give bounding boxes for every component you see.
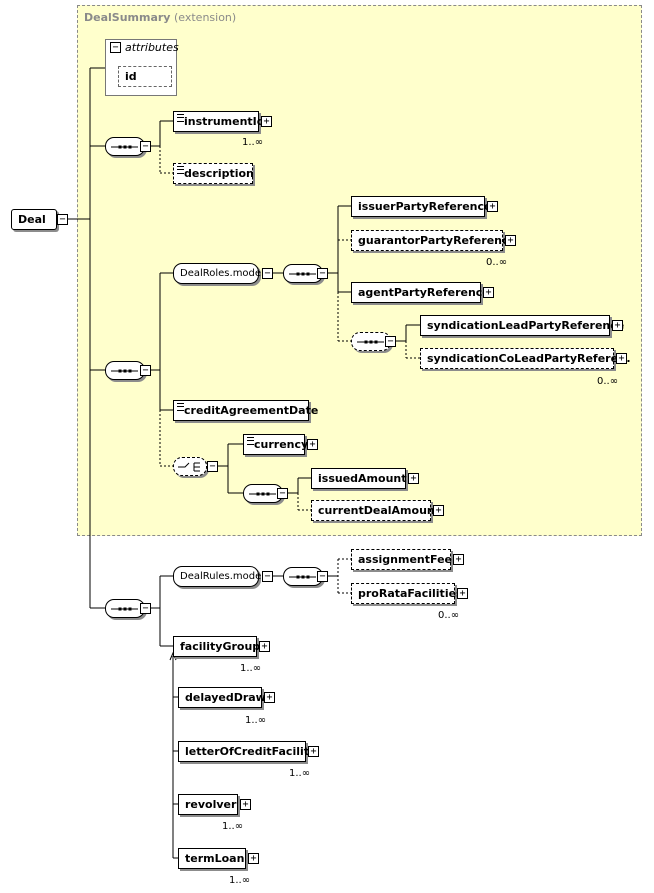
- element-credit-agreement-date[interactable]: creditAgreementDate: [173, 400, 318, 421]
- sequence-icon: [105, 137, 145, 156]
- element-agent-party-reference[interactable]: agentPartyReference: [351, 282, 490, 303]
- cardinality-label: 1..∞: [242, 137, 264, 148]
- cardinality-label: 1..∞: [222, 821, 244, 832]
- element-description[interactable]: description: [173, 163, 254, 184]
- cardinality-label: 1..∞: [240, 663, 262, 674]
- root-label: Deal: [18, 213, 46, 226]
- minus-box-icon[interactable]: −: [140, 603, 151, 614]
- element-syndication-co-lead-party-reference[interactable]: syndicationCoLeadPartyRefere...: [420, 348, 631, 369]
- element-label: revolver: [185, 798, 237, 811]
- plus-box-icon[interactable]: +: [453, 554, 464, 565]
- plus-box-icon[interactable]: +: [261, 116, 272, 127]
- element-term-loan[interactable]: termLoan: [178, 848, 246, 869]
- plus-box-icon[interactable]: +: [505, 235, 516, 246]
- element-issuer-party-reference[interactable]: issuerPartyReference: [351, 196, 492, 217]
- sequence-icon: [283, 567, 323, 586]
- element-letter-of-credit-facility[interactable]: letterOfCreditFacility: [178, 741, 316, 762]
- minus-box-icon[interactable]: −: [262, 571, 273, 582]
- attributes-label: attributes: [125, 41, 179, 54]
- cardinality-label: 1..∞: [289, 768, 311, 779]
- plus-box-icon[interactable]: +: [616, 353, 627, 364]
- choice-icon: [173, 457, 207, 476]
- documentation-icon: [247, 437, 254, 445]
- element-label: issuerPartyReference: [358, 200, 492, 213]
- element-pro-rata-facilities[interactable]: proRataFacilities: [351, 583, 463, 604]
- element-label: currency: [254, 438, 309, 451]
- group-deal-rules-model[interactable]: DealRules.model: [173, 566, 264, 587]
- documentation-icon: [177, 403, 184, 411]
- element-label: assignmentFee: [358, 553, 452, 566]
- plus-box-icon[interactable]: +: [248, 853, 259, 864]
- plus-box-icon[interactable]: +: [457, 588, 468, 599]
- plus-box-icon[interactable]: +: [487, 201, 498, 212]
- cardinality-label: 0..∞: [486, 257, 508, 268]
- element-label: delayedDraw: [185, 691, 266, 704]
- plus-box-icon[interactable]: +: [259, 641, 270, 652]
- element-label: facilityGroup: [180, 640, 261, 653]
- extension-name: DealSummary: [84, 11, 171, 24]
- element-currency[interactable]: currency: [243, 434, 309, 455]
- sequence-icon: [105, 599, 145, 618]
- minus-box-icon[interactable]: −: [262, 268, 273, 279]
- element-label: syndicationCoLeadPartyRefere...: [427, 352, 631, 365]
- documentation-icon: [177, 114, 184, 122]
- plus-box-icon[interactable]: +: [264, 692, 275, 703]
- element-label: syndicationLeadPartyReference: [427, 319, 625, 332]
- plus-box-icon[interactable]: +: [483, 287, 494, 298]
- plus-box-icon[interactable]: +: [308, 746, 319, 757]
- element-assignment-fee[interactable]: assignmentFee: [351, 549, 452, 570]
- plus-box-icon[interactable]: +: [408, 473, 419, 484]
- element-label: proRataFacilities: [358, 587, 463, 600]
- extension-suffix: (extension): [173, 11, 237, 24]
- element-revolver[interactable]: revolver: [178, 794, 238, 815]
- plus-box-icon[interactable]: +: [612, 320, 623, 331]
- element-instrument-id[interactable]: instrumentId: [173, 111, 265, 132]
- group-deal-roles-model[interactable]: DealRoles.model: [173, 263, 264, 284]
- element-guarantor-party-reference[interactable]: guarantorPartyReference: [351, 230, 516, 251]
- attribute-id[interactable]: id: [118, 66, 172, 87]
- element-issued-amount[interactable]: issuedAmount: [311, 468, 406, 489]
- minus-box-icon[interactable]: −: [317, 571, 328, 582]
- cardinality-label: 1..∞: [245, 715, 267, 726]
- attribute-id-label: id: [125, 70, 137, 83]
- cardinality-label: 1..∞: [229, 875, 251, 886]
- minus-box-icon[interactable]: −: [57, 214, 68, 225]
- minus-box-icon[interactable]: −: [110, 42, 121, 53]
- element-label: guarantorPartyReference: [358, 234, 516, 247]
- element-label: agentPartyReference: [358, 286, 490, 299]
- element-delayed-draw[interactable]: delayedDraw: [178, 687, 266, 708]
- root-element-deal[interactable]: Deal: [11, 209, 57, 230]
- minus-box-icon[interactable]: −: [385, 336, 396, 347]
- element-current-deal-amount[interactable]: currentDealAmount: [311, 500, 440, 521]
- element-label: issuedAmount: [318, 472, 407, 485]
- cardinality-label: 0..∞: [438, 610, 460, 621]
- plus-box-icon[interactable]: +: [307, 439, 318, 450]
- plus-box-icon[interactable]: +: [433, 505, 444, 516]
- element-label: creditAgreementDate: [184, 404, 319, 417]
- extension-title: DealSummary (extension): [84, 11, 236, 24]
- element-label: instrumentId: [184, 115, 265, 128]
- minus-box-icon[interactable]: −: [317, 268, 328, 279]
- cardinality-label: 0..∞: [597, 376, 619, 387]
- minus-box-icon[interactable]: −: [277, 488, 288, 499]
- sequence-icon: [105, 361, 145, 380]
- minus-box-icon[interactable]: −: [140, 365, 151, 376]
- element-label: letterOfCreditFacility: [185, 745, 317, 758]
- plus-box-icon[interactable]: +: [240, 799, 251, 810]
- minus-box-icon[interactable]: −: [140, 141, 151, 152]
- group-label: DealRoles.model: [180, 268, 264, 279]
- group-label: DealRules.model: [180, 571, 265, 582]
- element-facility-group[interactable]: facilityGroup: [173, 636, 261, 657]
- element-label: description: [184, 167, 254, 180]
- minus-box-icon[interactable]: −: [207, 461, 218, 472]
- element-label: termLoan: [185, 852, 245, 865]
- documentation-icon: [177, 166, 184, 174]
- element-label: currentDealAmount: [318, 504, 440, 517]
- element-syndication-lead-party-reference[interactable]: syndicationLeadPartyReference: [420, 315, 624, 336]
